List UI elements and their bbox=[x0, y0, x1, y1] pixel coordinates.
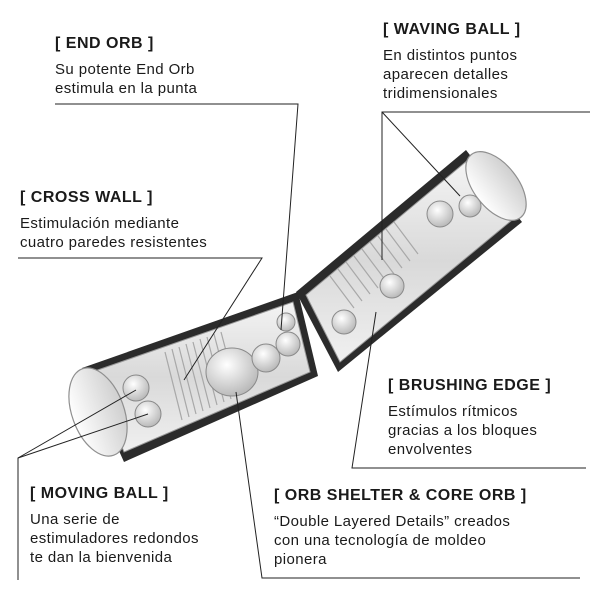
end-orb-line: estimula en la punta bbox=[55, 80, 198, 97]
right-shell bbox=[296, 150, 527, 372]
brushing-edge-line: gracias a los bloques bbox=[388, 422, 538, 439]
brushing-edge-leader bbox=[351, 311, 586, 469]
orb-shelter-line: pionera bbox=[274, 551, 327, 568]
cross-wall-description: Estimulación mediante cuatro paredes res… bbox=[20, 214, 207, 252]
orb-shelter-leader bbox=[235, 391, 580, 579]
moving-ball-line: Una serie de bbox=[30, 511, 120, 528]
moving-ball-cluster bbox=[122, 374, 162, 428]
end-orb-line: Su potente End Orb bbox=[55, 61, 195, 78]
brushing-edge-callout: [ BRUSHING EDGE ] Estímulos rítmicos gra… bbox=[388, 376, 551, 459]
brushing-edge-description: Estímulos rítmicos gracias a los bloques… bbox=[388, 402, 551, 459]
orb-shelter-title: [ ORB SHELTER & CORE ORB ] bbox=[274, 487, 527, 504]
core-orb bbox=[205, 312, 301, 397]
orb-shelter-line: “Double Layered Details” creados bbox=[274, 513, 511, 530]
moving-ball-line: te dan la bienvenida bbox=[30, 549, 173, 566]
brushing-edge-title: [ BRUSHING EDGE ] bbox=[388, 377, 552, 394]
waving-ball-line: tridimensionales bbox=[383, 85, 498, 102]
end-orb-callout: [ END ORB ] Su potente End Orb estimula … bbox=[55, 34, 197, 98]
cross-wall-callout: [ CROSS WALL ] Estimulación mediante cua… bbox=[20, 188, 207, 252]
waving-ball-line: aparecen detalles bbox=[383, 66, 509, 83]
moving-ball-line: estimuladores redondos bbox=[30, 530, 199, 547]
orb-shelter-description: “Double Layered Details” creados con una… bbox=[274, 512, 527, 569]
brushing-edge-line: Estímulos rítmicos bbox=[388, 403, 518, 420]
moving-ball-callout: [ MOVING BALL ] Una serie de estimulador… bbox=[30, 484, 199, 567]
orb-shelter-callout: [ ORB SHELTER & CORE ORB ] “Double Layer… bbox=[274, 486, 527, 569]
cross-wall-line: cuatro paredes resistentes bbox=[20, 234, 208, 251]
waving-ball-description: En distintos puntos aparecen detalles tr… bbox=[383, 46, 521, 103]
end-orb-leader bbox=[55, 103, 299, 331]
orb-shelter-line: con una tecnología de moldeo bbox=[274, 532, 487, 549]
cross-wall-leader bbox=[18, 257, 263, 381]
waving-ball-line: En distintos puntos bbox=[383, 47, 518, 64]
brushing-edge-line: envolventes bbox=[388, 441, 473, 458]
waving-ball-callout: [ WAVING BALL ] En distintos puntos apar… bbox=[383, 20, 521, 103]
end-orb-description: Su potente End Orb estimula en la punta bbox=[55, 60, 197, 98]
moving-ball-title: [ MOVING BALL ] bbox=[30, 485, 169, 502]
moving-ball-description: Una serie de estimuladores redondos te d… bbox=[30, 510, 199, 567]
leader-lines bbox=[17, 103, 590, 580]
waving-ball-title: [ WAVING BALL ] bbox=[383, 21, 521, 38]
cross-wall-title: [ CROSS WALL ] bbox=[20, 189, 153, 206]
cross-wall-line: Estimulación mediante bbox=[20, 215, 180, 232]
end-orb-title: [ END ORB ] bbox=[55, 35, 154, 52]
